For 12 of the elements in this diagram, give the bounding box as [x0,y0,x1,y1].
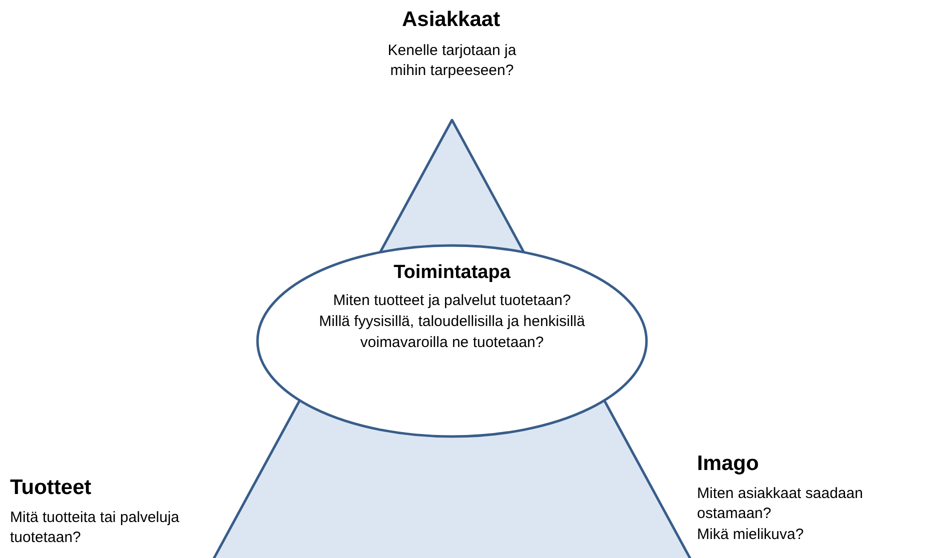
question-text: Mitä tuotteita tai palveluja tuotetaan? [10,508,180,548]
question-text: Miten tuotteet ja palvelut tuotetaan? [332,291,572,311]
triangle-shape [212,119,692,558]
question-text: Kenelle tarjotaan ja mihin tarpeeseen? [386,41,518,81]
heading-text: Tuotteet [10,476,92,500]
heading-text: Asiakkaat [402,8,500,32]
question-text: Millä fyysisillä, taloudellisilla ja henkisillä voimavaroilla ne tuotetaan? [318,312,586,353]
heading-text: Toimintatapa [392,262,512,284]
ellipse-shape [256,244,648,438]
question-text: Mikä mielikuva? [697,525,804,545]
heading-text: Imago [697,452,759,476]
question-text: Miten asiakkaat saadaan ostamaan? [697,484,864,524]
